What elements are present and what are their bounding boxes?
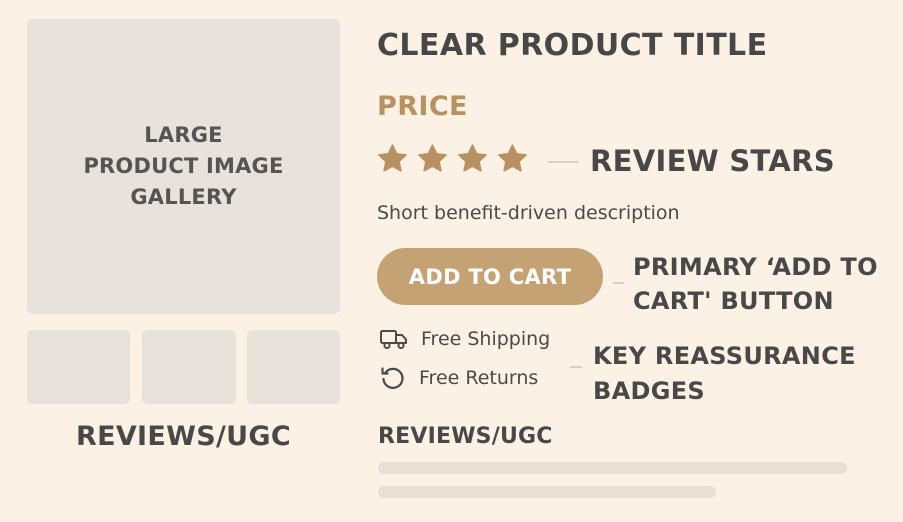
badge-label: Free Returns bbox=[419, 367, 539, 389]
review-stars[interactable] bbox=[377, 143, 528, 174]
product-price: PRICE bbox=[377, 91, 468, 122]
product-title: CLEAR PRODUCT TITLE bbox=[377, 28, 768, 63]
star-icon bbox=[378, 144, 407, 172]
badge-label: Free Shipping bbox=[421, 328, 551, 350]
truck-icon bbox=[380, 330, 407, 350]
main-product-image[interactable]: LARGE PRODUCT IMAGE GALLERY bbox=[27, 19, 340, 314]
annotation-review-stars: REVIEW STARS bbox=[590, 144, 835, 178]
main-image-label-line-2: PRODUCT IMAGE bbox=[83, 154, 284, 178]
main-image-label-line-1: LARGE bbox=[144, 123, 223, 147]
review-placeholder-line bbox=[378, 462, 847, 474]
badge-free-returns: Free Returns bbox=[379, 365, 538, 391]
reviews-heading: REVIEWS/UGC bbox=[378, 424, 553, 449]
star-icon bbox=[418, 144, 447, 172]
gallery-reviews-label: REVIEWS/UGC bbox=[76, 421, 291, 452]
annotation-connector bbox=[613, 282, 624, 284]
gallery-thumbnail-2[interactable] bbox=[142, 330, 236, 404]
main-image-label-line-3: GALLERY bbox=[130, 185, 237, 209]
review-placeholder-line bbox=[378, 486, 716, 498]
star-icon bbox=[498, 144, 527, 172]
annotation-reassurance-badges: KEY REASSURANCE BADGES bbox=[593, 342, 856, 405]
annotation-connector bbox=[570, 366, 582, 368]
gallery-thumbnail-3[interactable] bbox=[247, 330, 340, 404]
return-arrow-icon bbox=[381, 367, 404, 389]
badge-free-shipping: Free Shipping bbox=[379, 327, 550, 351]
star-icon bbox=[458, 144, 487, 172]
product-description: Short benefit-driven description bbox=[377, 202, 680, 224]
gallery-thumbnail-1[interactable] bbox=[27, 330, 130, 404]
add-to-cart-button[interactable]: ADD TO CART bbox=[377, 248, 603, 305]
annotation-connector bbox=[548, 161, 578, 163]
annotation-primary-button: PRIMARY ‘ADD TO CART' BUTTON bbox=[633, 253, 878, 315]
